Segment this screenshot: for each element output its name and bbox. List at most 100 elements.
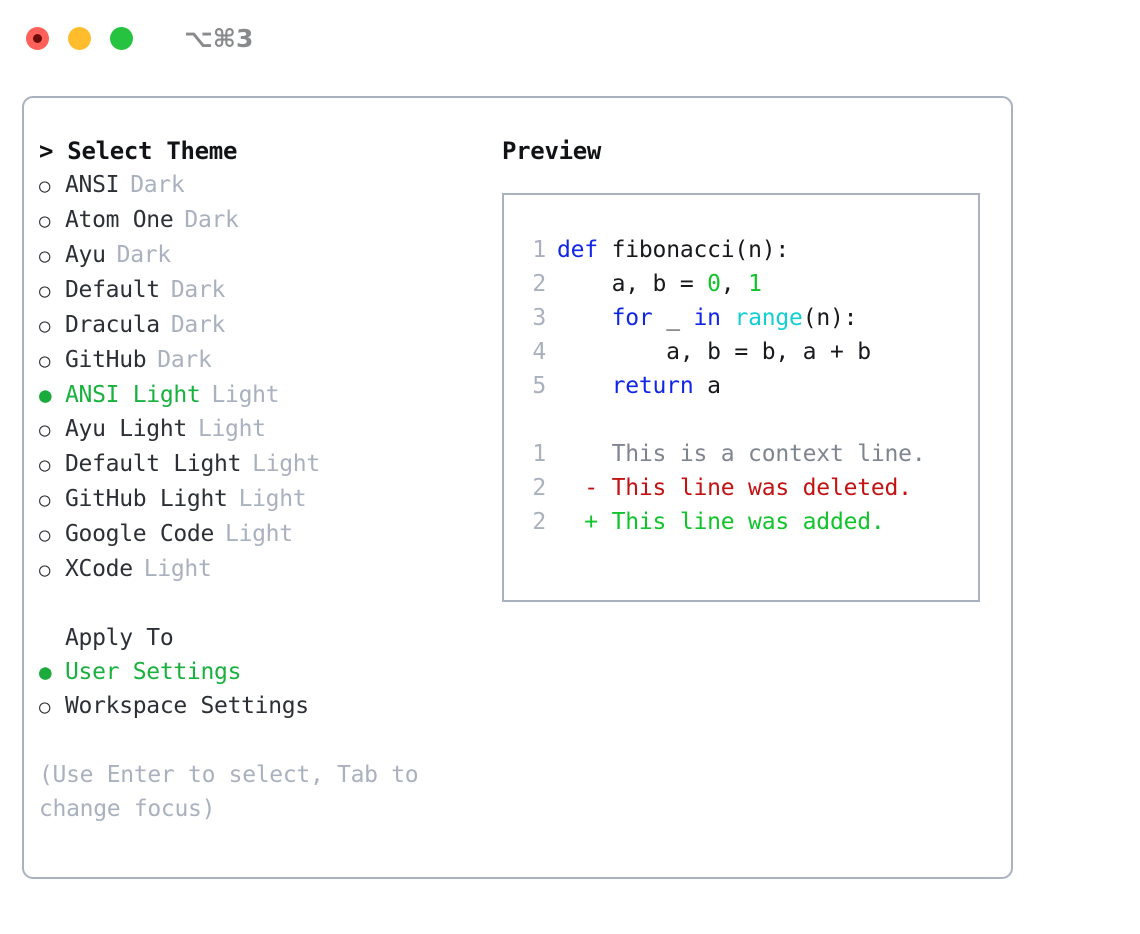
code-line: 1 def fibonacci(n):: [518, 233, 978, 267]
theme-option-kind: Light: [211, 382, 280, 408]
code-token-plain: ,: [720, 271, 749, 297]
code-token-plain: _: [652, 305, 694, 331]
keyboard-hint-text: (Use Enter to select, Tab to change focu…: [39, 762, 419, 822]
code-line-number: 3: [532, 305, 546, 331]
theme-option-kind: Dark: [170, 312, 226, 338]
code-token-plain: fibonacci(n):: [597, 237, 790, 263]
code-line-content: a, b = 0, 1: [557, 267, 762, 301]
radio-selected-icon: ●: [39, 660, 52, 684]
theme-picker-heading: > Select Theme: [39, 137, 238, 165]
code-line: 2 a, b = 0, 1: [518, 267, 978, 301]
radio-unselected-icon: ○: [39, 524, 51, 546]
radio-unselected-icon: ○: [39, 419, 51, 441]
preview-title: Preview: [502, 137, 602, 165]
theme-option-name: Atom One: [65, 207, 174, 233]
diff-line-number: 1: [532, 441, 546, 467]
code-token-plain: a: [693, 373, 721, 399]
minimize-window-button[interactable]: [68, 26, 91, 50]
theme-option-dracula[interactable]: ○ Dracula Dark: [39, 308, 479, 343]
code-token-kw: return: [611, 373, 694, 399]
code-line-content: for _ in range(n):: [557, 301, 858, 335]
theme-option-kind: Light: [252, 451, 320, 477]
screenshot-shortcut-label: ⌥⌘3: [184, 23, 254, 53]
code-token-kw: in: [693, 305, 721, 331]
theme-option-name: Default Light: [65, 451, 242, 477]
code-line-content: def fibonacci(n):: [557, 233, 789, 267]
radio-unselected-icon: ○: [39, 245, 51, 267]
radio-unselected-icon: ○: [39, 696, 51, 718]
code-token-kw: for: [611, 305, 653, 331]
code-line: 3 for _ in range(n):: [518, 301, 978, 335]
code-token-plain: [721, 305, 735, 331]
close-window-button[interactable]: [26, 26, 49, 50]
code-line-number: 4: [532, 339, 546, 365]
diff-line-number: 2: [532, 475, 546, 501]
theme-option-kind: Light: [225, 521, 293, 547]
radio-unselected-icon: ○: [39, 210, 51, 232]
theme-option-github-light[interactable]: ○ GitHub Light Light: [39, 482, 479, 517]
theme-option-kind: Dark: [116, 242, 172, 268]
code-token-plain: [557, 373, 612, 399]
diff-line-add: 2 + This line was added.: [518, 505, 978, 539]
diff-line-number: 2: [532, 509, 546, 535]
code-line-content: a, b = b, a + b: [557, 335, 871, 369]
radio-unselected-icon: ○: [39, 454, 51, 476]
theme-option-name: GitHub: [65, 347, 147, 373]
theme-option-kind: Dark: [184, 207, 239, 233]
apply-to-option-workspace-settings[interactable]: ○Workspace Settings: [39, 689, 479, 724]
theme-option-name: GitHub Light: [65, 486, 228, 512]
title-bar: ⌥⌘3: [0, 0, 1140, 76]
code-line: 4 a, b = b, a + b: [518, 335, 978, 369]
theme-option-ansi-light[interactable]: ● ANSI Light Light: [39, 378, 479, 412]
code-line-content: return a: [557, 369, 721, 403]
code-token-plain: (n):: [802, 305, 858, 331]
theme-option-kind: Dark: [170, 277, 226, 303]
theme-option-kind: Dark: [130, 172, 185, 198]
apply-to-option-name: User Settings: [65, 659, 242, 685]
code-token-plain: a, b = b, a + b: [557, 339, 871, 365]
apply-to-option-list: ● User Settings ○Workspace Settings: [39, 655, 479, 724]
code-token-plain: [557, 305, 612, 331]
diff-line-content: This is a context line.: [557, 441, 926, 467]
apply-to-option-user-settings[interactable]: ● User Settings: [39, 655, 479, 689]
diff-line-content: + This line was added.: [557, 509, 885, 535]
code-token-kw: def: [557, 237, 598, 263]
radio-selected-icon: ●: [39, 383, 52, 407]
maximize-window-button[interactable]: [110, 26, 133, 50]
apply-to-heading: Apply To: [65, 625, 174, 651]
radio-unselected-icon: ○: [39, 315, 51, 337]
theme-option-atom-one[interactable]: ○ Atom One Dark: [39, 203, 479, 238]
diff-line-ctx: 1 This is a context line.: [518, 437, 978, 471]
code-line-number: 5: [532, 373, 546, 399]
radio-unselected-icon: ○: [39, 489, 51, 511]
diff-sample: 1 This is a context line.2 - This line w…: [518, 437, 978, 539]
code-line: 5 return a: [518, 369, 978, 403]
code-line-number: 2: [532, 271, 546, 297]
code-token-num: 1: [748, 271, 762, 297]
theme-option-name: ANSI Light: [65, 382, 201, 408]
code-diff-spacer: [518, 403, 978, 437]
theme-option-kind: Light: [238, 486, 307, 512]
theme-option-name: Dracula: [65, 312, 160, 338]
theme-option-default-light[interactable]: ○ Default Light Light: [39, 447, 479, 482]
theme-option-kind: Light: [197, 416, 266, 442]
theme-option-name: XCode: [65, 556, 133, 582]
diff-line-del: 2 - This line was deleted.: [518, 471, 978, 505]
radio-unselected-icon: ○: [39, 350, 51, 372]
traffic-light-group: [26, 26, 133, 50]
code-line-number: 1: [532, 237, 546, 263]
theme-option-ayu[interactable]: ○ Ayu Dark: [39, 238, 479, 273]
theme-option-name: Ayu: [65, 242, 106, 268]
